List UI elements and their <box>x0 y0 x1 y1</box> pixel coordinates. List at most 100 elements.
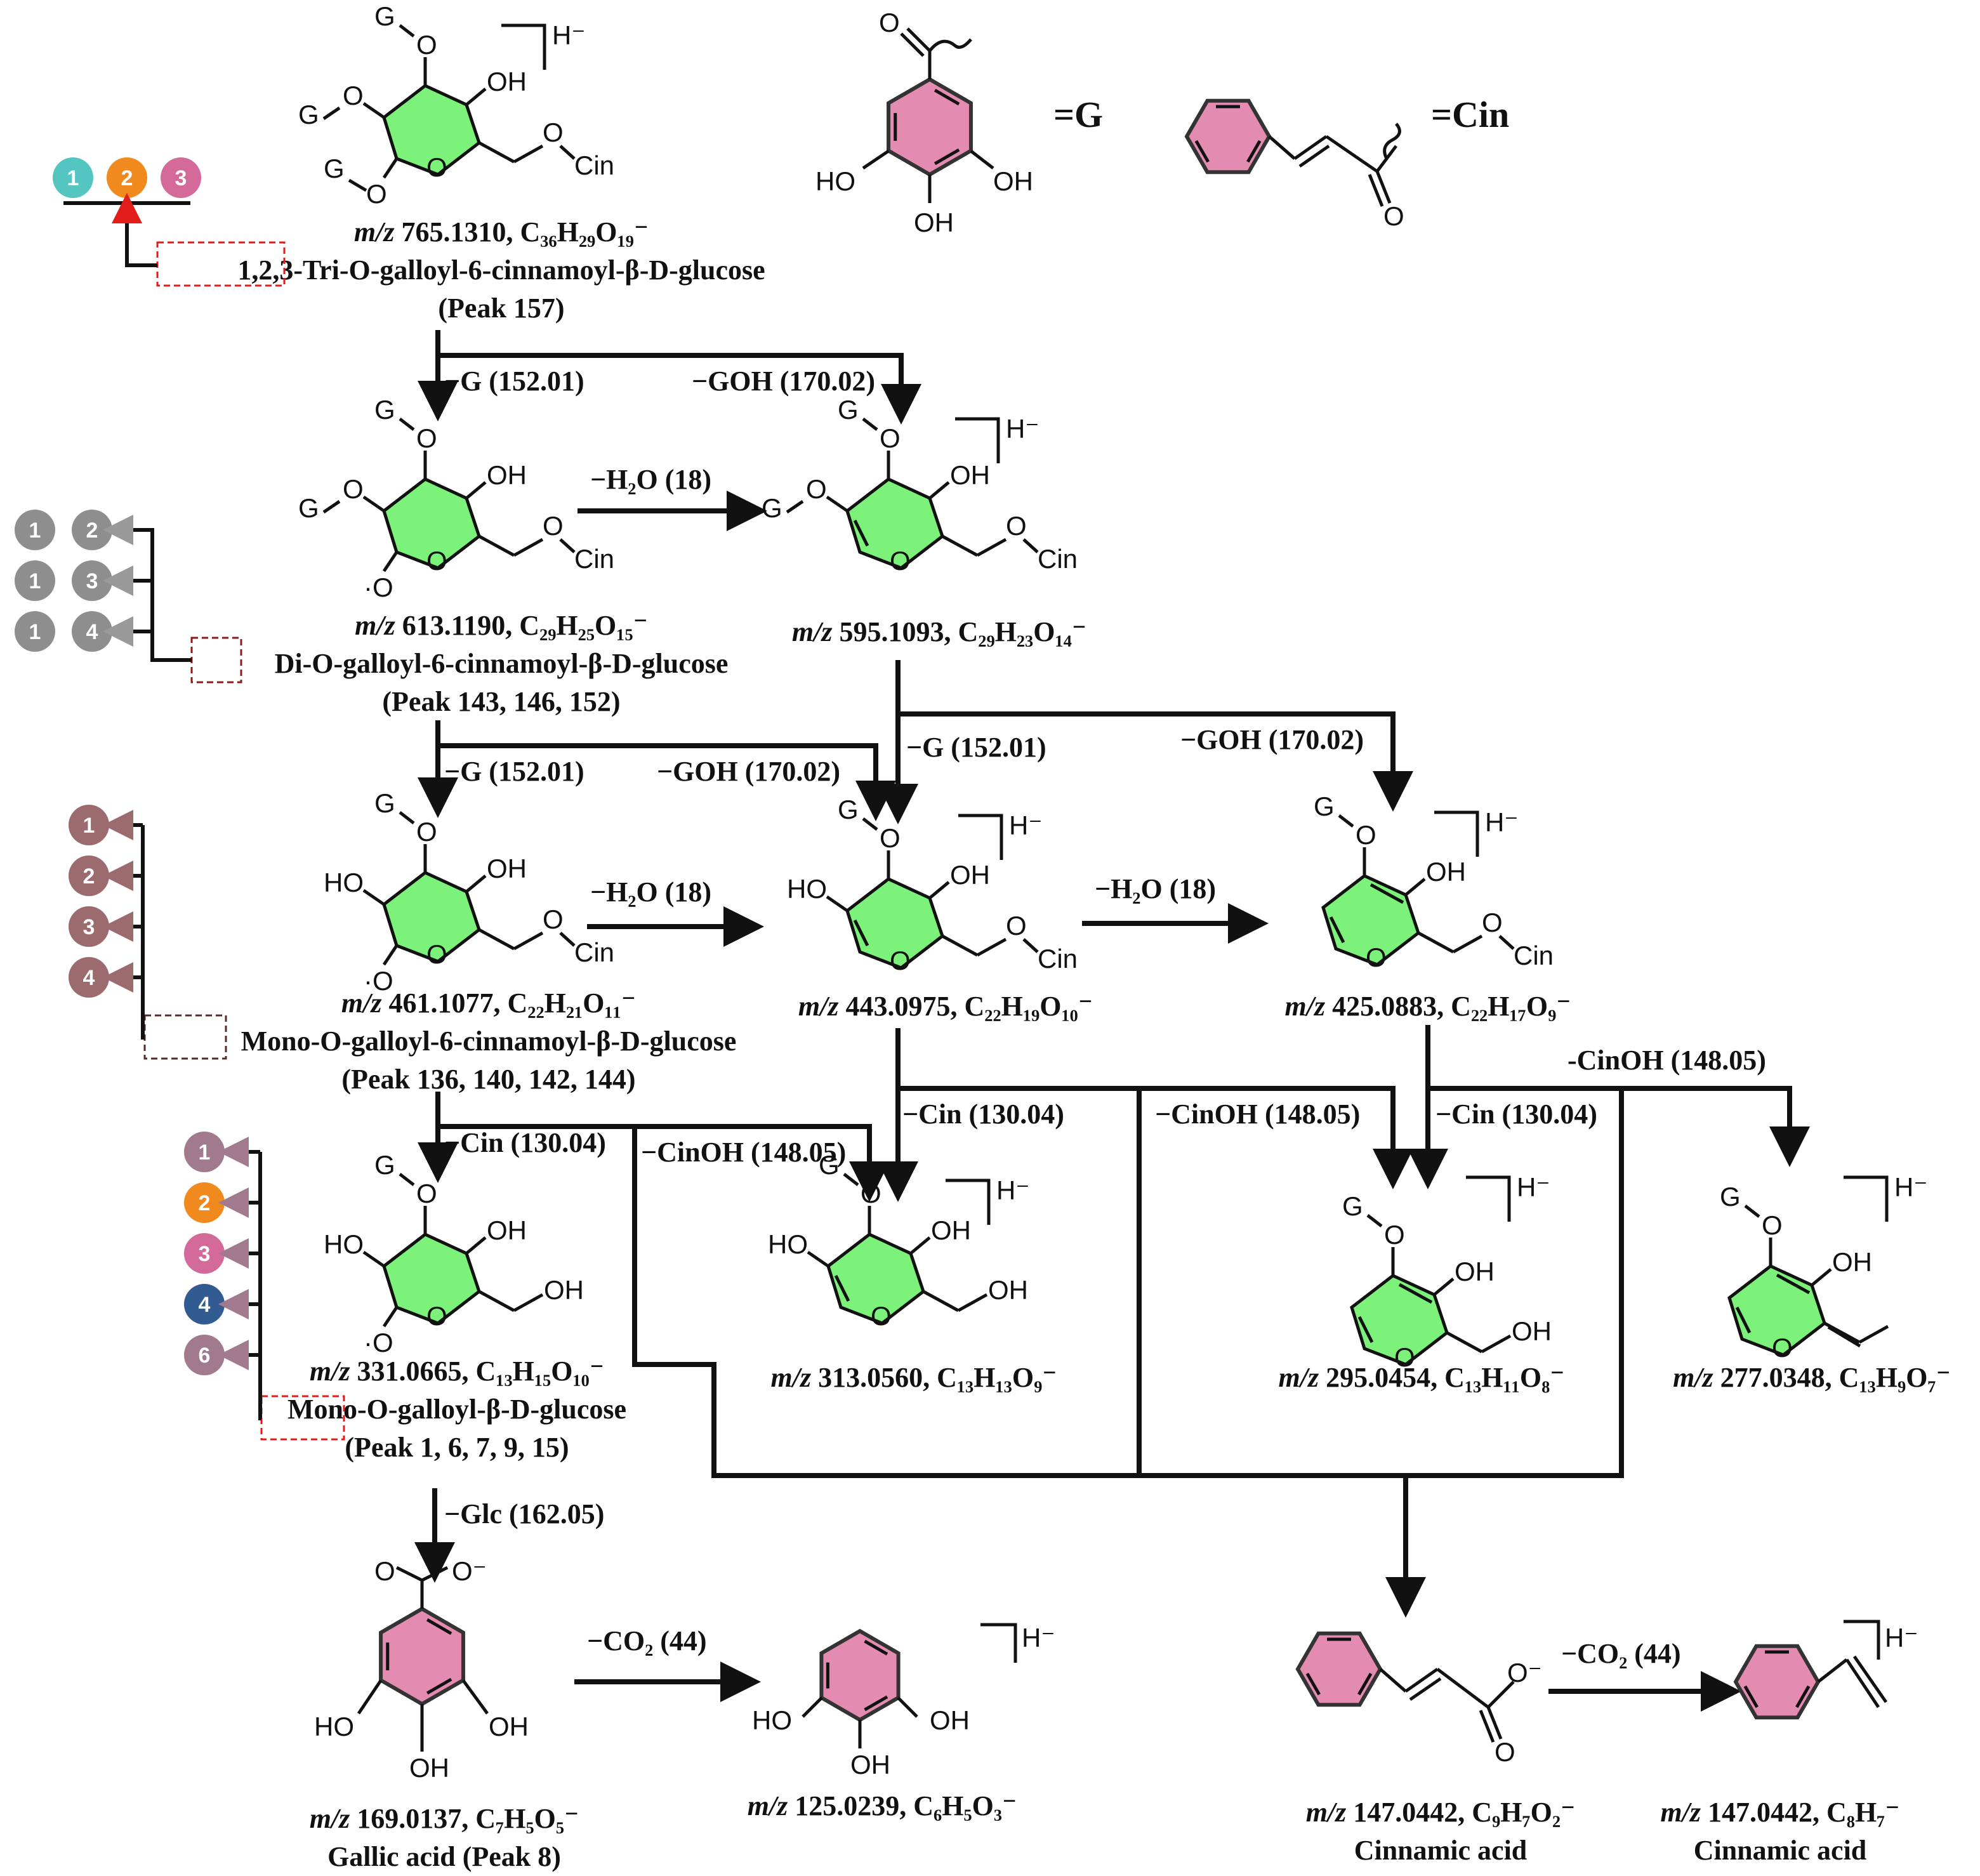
mz-value: 331.0665, C₁₃H₁₅O₁₀⁻ <box>357 1356 604 1387</box>
bond <box>322 499 341 514</box>
mz-prefix: m/z <box>1673 1362 1720 1393</box>
attachment-squiggle <box>1383 122 1401 160</box>
bond <box>1368 174 1384 207</box>
bond <box>1845 1658 1880 1708</box>
aromatic-bond <box>1246 140 1262 163</box>
carboxylate-o: O⁻ <box>1507 1658 1542 1688</box>
loss-cin-label: −Cin (130.04) <box>1436 1099 1597 1130</box>
badge-disc <box>184 1233 225 1274</box>
double-bond <box>853 919 869 947</box>
loss-cin-label: −Cin (130.04) <box>902 1099 1064 1130</box>
carbonyl-o: O <box>1495 1737 1515 1767</box>
carbonyl-o: O <box>374 1556 395 1586</box>
peak-list: (Peak 143, 146, 152) <box>382 686 620 717</box>
badge-number: 1 <box>199 1140 211 1165</box>
compound-name: 1,2,3-Tri-O-galloyl-6-cinnamoyl-β-D-gluc… <box>237 254 765 286</box>
bond <box>976 937 1007 957</box>
loss-goh-label: −GOH (170.02) <box>657 756 840 787</box>
position-badge: 4 <box>69 957 109 998</box>
bond <box>399 24 415 37</box>
aromatic-bond <box>864 1695 888 1712</box>
bond <box>1417 931 1455 954</box>
name-prefix: Mono <box>287 1394 357 1425</box>
hydroxyl-label: OH <box>931 1215 971 1245</box>
mz-prefix: m/z <box>1660 1797 1708 1828</box>
badge-number: 4 <box>86 620 98 644</box>
aromatic-ring <box>1184 98 1272 175</box>
galloyl-label: G <box>324 154 345 183</box>
badge-disc <box>53 157 93 198</box>
ring-oxygen: O <box>426 152 447 182</box>
oxygen-label: O <box>343 81 364 110</box>
arrow-loss-goh <box>438 353 921 425</box>
hydroxyl-label: OH <box>487 854 527 883</box>
bond <box>1436 1668 1489 1708</box>
loss-h2o-label: −H₂O (18) <box>1095 873 1216 904</box>
badge-disc <box>15 611 55 652</box>
double-bond <box>853 519 869 547</box>
bond <box>1479 1710 1495 1743</box>
hydroxyl-label: OH <box>487 67 527 96</box>
mz-value: 295.0454, C₁₃H₁₁O₈⁻ <box>1326 1362 1564 1393</box>
oh-label: OH <box>914 208 954 237</box>
mz-value: 277.0348, C₁₃H₉O₇⁻ <box>1720 1362 1951 1393</box>
bond <box>1481 1334 1512 1354</box>
bond <box>862 149 890 170</box>
anomeric-oxygen: ·O <box>364 1328 393 1357</box>
charge-label: H⁻ <box>1485 807 1519 837</box>
double-bond <box>1357 1316 1374 1344</box>
bond <box>395 1566 423 1582</box>
ester-oxygen: O <box>1006 511 1027 541</box>
bond <box>1817 1658 1848 1683</box>
caption-c613: m/z 613.1190, C₂₉H₂₅O₁₅⁻Di-O-galloyl-6-c… <box>275 610 729 717</box>
g-definition: =G <box>1053 94 1103 135</box>
badge-number: 1 <box>29 519 41 543</box>
hydroxymethyl-oh: OH <box>1512 1316 1552 1346</box>
ho-label: HO <box>815 166 855 196</box>
bond <box>1404 1667 1439 1693</box>
loss-co2-label: −CO₂ (44) <box>587 1625 707 1656</box>
compound-name: Di-O-galloyl-6-cinnamoyl-β-D-glucose <box>275 648 729 679</box>
caption-c443: m/z 443.0975, C₂₂H₁₉O₁₀⁻ <box>798 991 1093 1022</box>
badge-disc <box>69 805 109 845</box>
galloyl-label: G <box>374 1150 395 1180</box>
bracket <box>980 1623 1017 1663</box>
bond <box>922 1290 960 1312</box>
galloyl-label: G <box>298 493 319 523</box>
bond <box>909 1236 931 1255</box>
cinnamoyl-label: Cin <box>574 544 614 574</box>
loss-co2-label: −CO₂ (44) <box>1561 1638 1681 1669</box>
bond <box>465 1236 487 1255</box>
charge-label: H⁻ <box>1885 1623 1918 1653</box>
galloyl-oxygen: O <box>416 423 437 453</box>
bond <box>399 811 415 824</box>
oh-label: OH <box>409 1753 449 1783</box>
aromatic-ring <box>1733 1644 1821 1720</box>
aromatic-bond <box>1795 1685 1811 1708</box>
galloyl-label: G <box>1342 1191 1363 1221</box>
compound-name: Mono-O-galloyl-β-D-glucose <box>287 1394 626 1425</box>
badge-number: 2 <box>86 519 98 543</box>
galloyl-oxygen: O <box>1356 820 1376 850</box>
collector-line <box>632 1088 1624 1478</box>
double-bond <box>1776 1273 1811 1295</box>
bond <box>1293 135 1328 161</box>
hydroxyl-label: HO <box>768 1229 808 1259</box>
ring-oxygen: O <box>426 546 447 576</box>
bond <box>1433 1278 1455 1296</box>
mz-line: m/z 147.0442, C₉H₇O₂⁻ <box>1306 1797 1576 1828</box>
hydroxyl-label: OH <box>1426 857 1466 887</box>
position-badge: 3 <box>161 157 201 198</box>
compound-name: Cinnamic acid <box>1354 1835 1528 1866</box>
position-badge: 1 <box>15 510 55 550</box>
position-badge: 2 <box>184 1182 225 1223</box>
name-prefix: Mono <box>241 1026 311 1057</box>
badge-number: 4 <box>199 1293 211 1317</box>
bond <box>786 499 804 514</box>
bond <box>928 481 950 499</box>
bond <box>1827 1325 1861 1348</box>
badge-number: 2 <box>121 166 133 190</box>
